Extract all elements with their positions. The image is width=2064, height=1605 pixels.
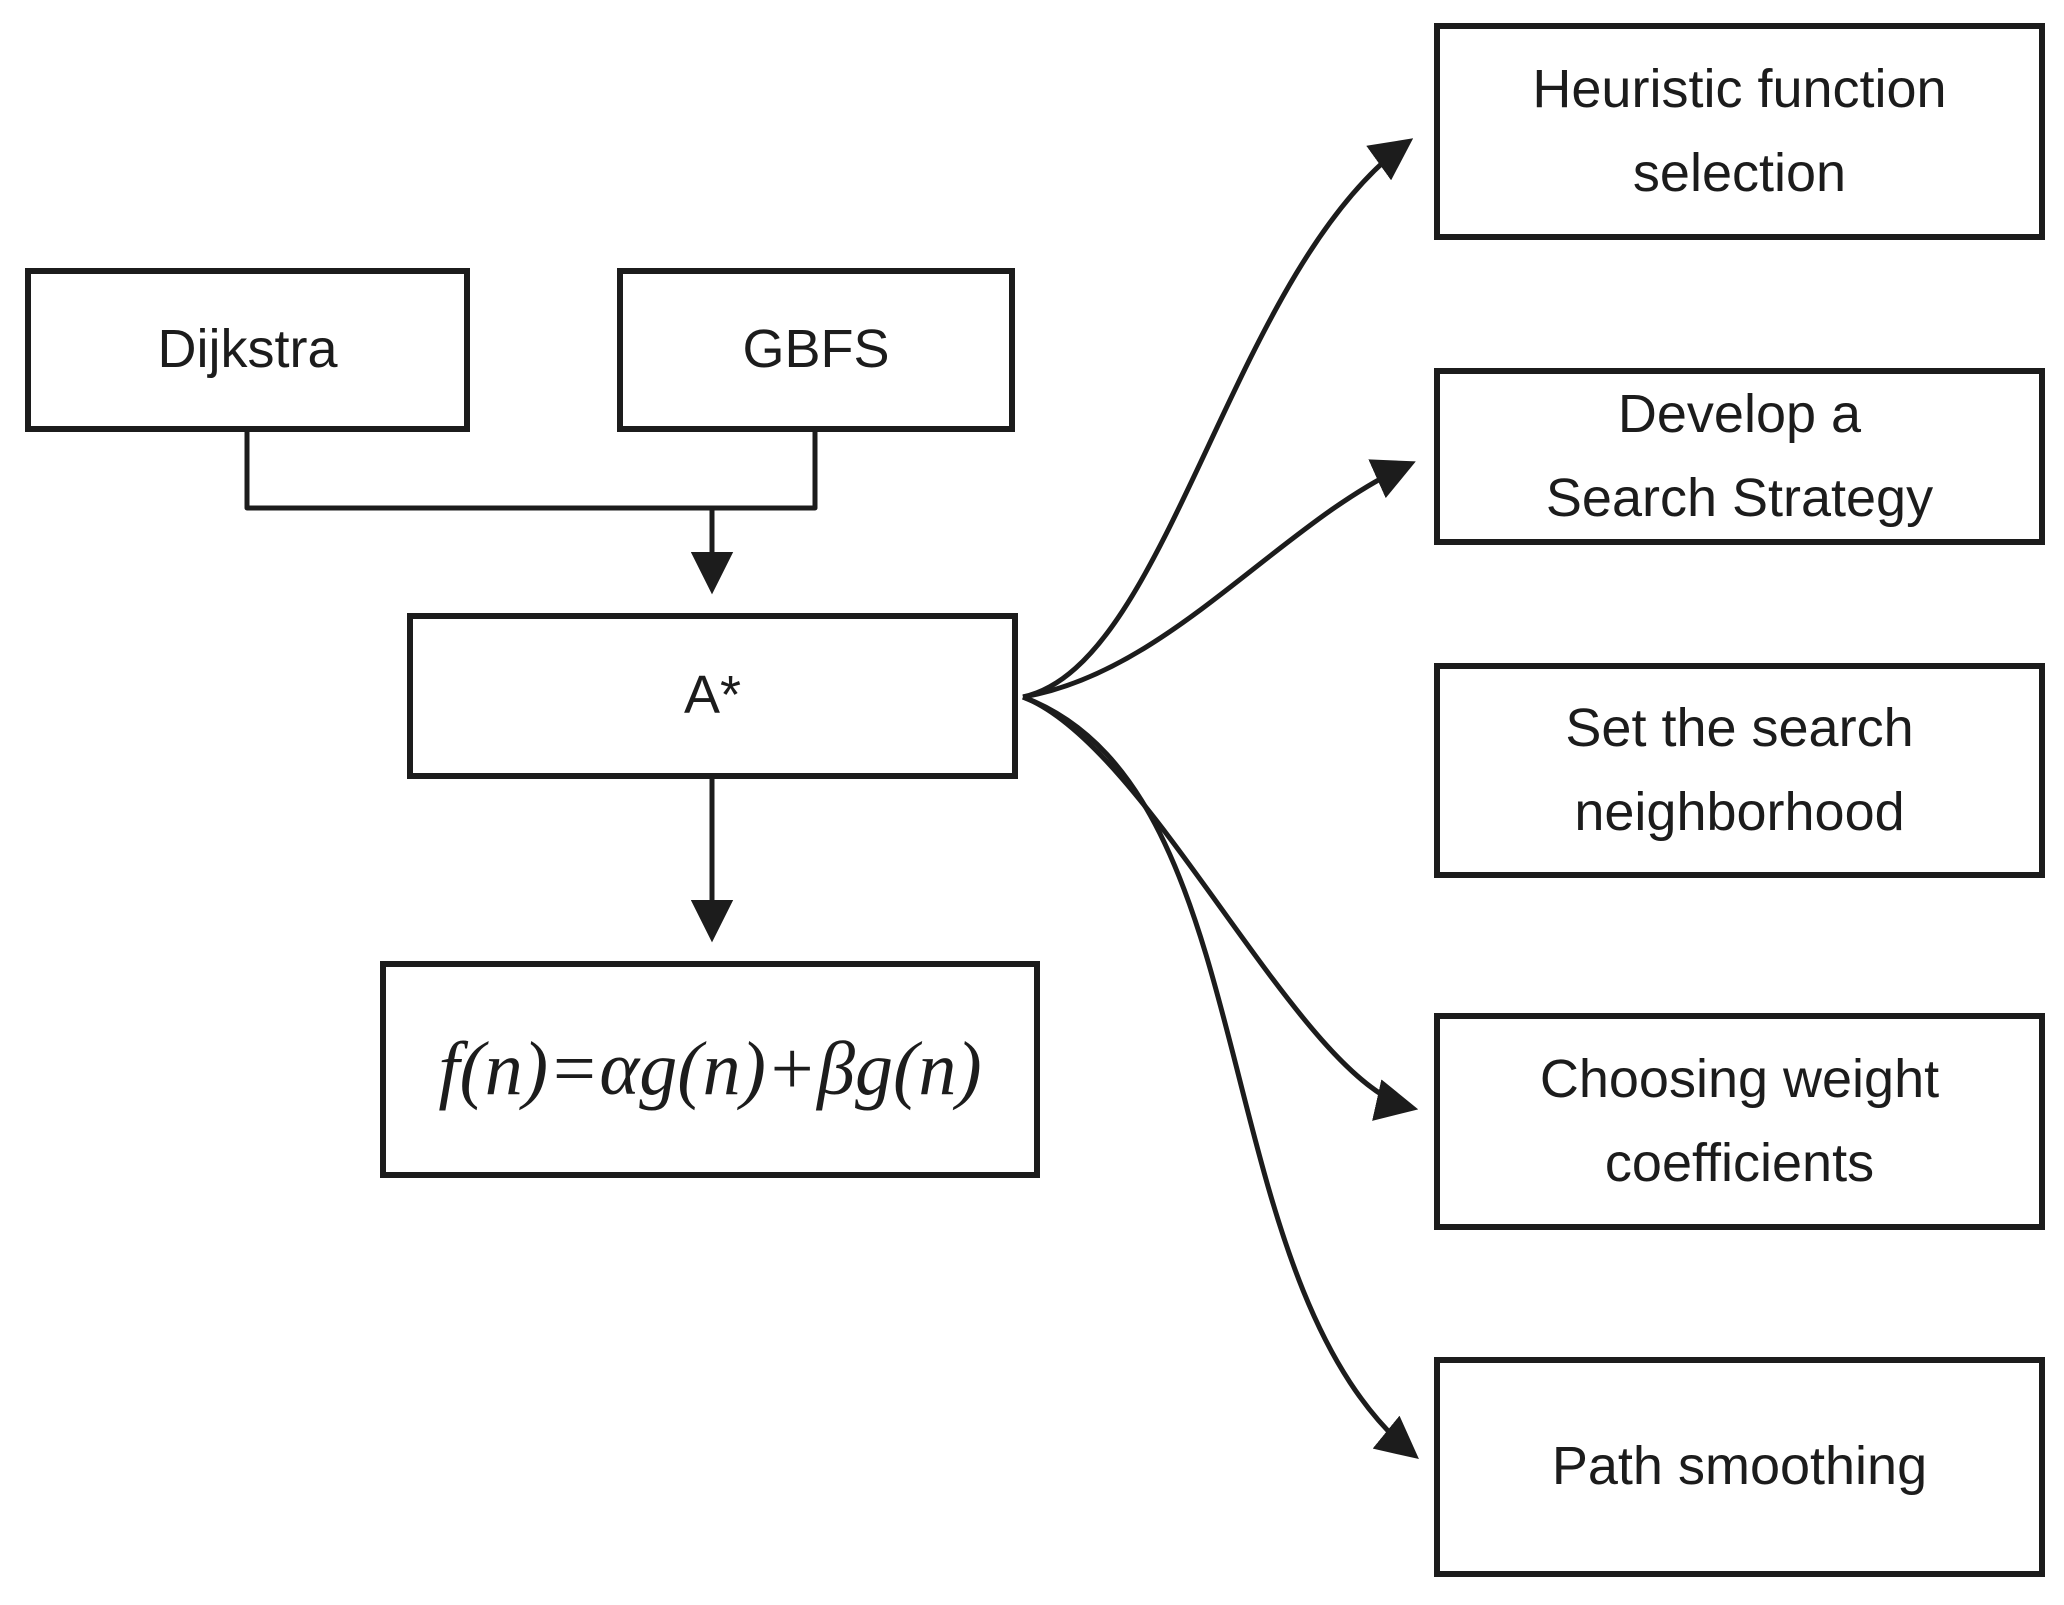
node-weights-label-line2: coefficients bbox=[1604, 1132, 1875, 1193]
node-heuristic-label-line2: selection bbox=[1632, 142, 1847, 203]
node-dijkstra-label: Dijkstra bbox=[157, 319, 338, 380]
curve-astar-to-search-strategy bbox=[1022, 459, 1416, 700]
curve-astar-to-weight-coefficients bbox=[1022, 694, 1419, 1121]
node-gbfs-label: GBFS bbox=[742, 319, 890, 380]
curve-astar-to-heuristic-selection bbox=[1022, 138, 1414, 700]
node-strategy-label-line2: Search Strategy bbox=[1545, 467, 1934, 528]
node-path-smoothing: Path smoothing bbox=[1434, 1357, 2045, 1577]
connector-dijkstra-gbfs-merge bbox=[244, 432, 818, 511]
node-cost-formula-label: f(n)=αg(n)+βg(n) bbox=[438, 1026, 982, 1111]
node-cost-formula: f(n)=αg(n)+βg(n) bbox=[380, 961, 1040, 1178]
node-heuristic-function-selection: Heuristic function selection bbox=[1434, 23, 2045, 240]
node-choosing-weight-coefficients: Choosing weight coefficients bbox=[1434, 1013, 2045, 1230]
node-develop-search-strategy: Develop a Search Strategy bbox=[1434, 368, 2045, 545]
node-strategy-label-line1: Develop a bbox=[1617, 383, 1862, 444]
node-dijkstra: Dijkstra bbox=[25, 268, 470, 432]
node-smoothing-label: Path smoothing bbox=[1551, 1436, 1928, 1497]
node-a-star-label: A* bbox=[683, 665, 742, 726]
node-heuristic-label-line1: Heuristic function bbox=[1532, 58, 1947, 119]
node-weights-label-line1: Choosing weight bbox=[1539, 1048, 1940, 1109]
node-a-star: A* bbox=[407, 613, 1018, 779]
node-gbfs: GBFS bbox=[617, 268, 1015, 432]
node-set-search-neighborhood: Set the search neighborhood bbox=[1434, 663, 2045, 878]
node-neighborhood-label-line2: neighborhood bbox=[1574, 781, 1905, 842]
node-neighborhood-label-line1: Set the search bbox=[1565, 697, 1914, 758]
curve-astar-to-path-smoothing bbox=[1022, 694, 1419, 1460]
